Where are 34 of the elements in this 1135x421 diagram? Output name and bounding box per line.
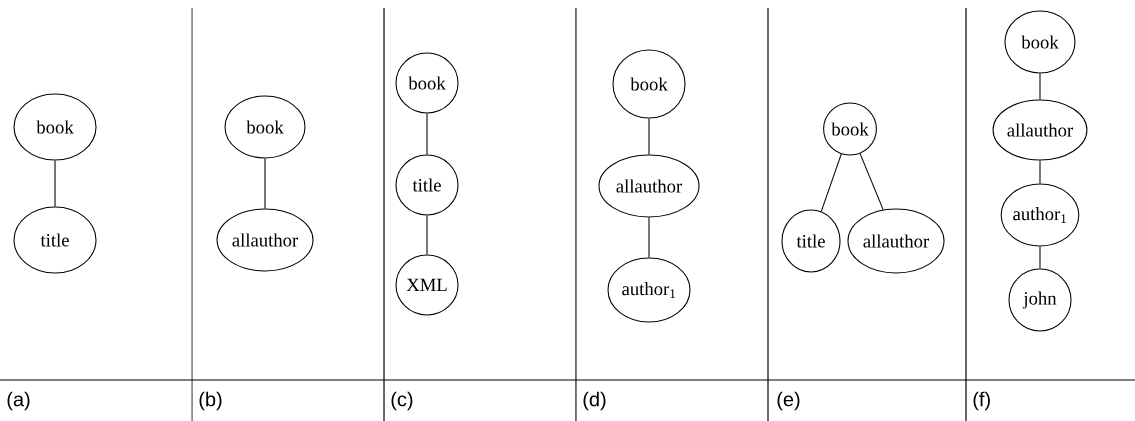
tree-node: book <box>13 93 97 161</box>
tree-node: title <box>13 206 97 274</box>
connector <box>426 113 428 155</box>
connector <box>648 217 650 258</box>
connector <box>1039 160 1041 184</box>
connector <box>1039 246 1041 269</box>
panel-label: (d) <box>583 391 606 411</box>
panel-label: (e) <box>777 391 800 411</box>
tree-node: allauthor <box>216 208 314 272</box>
tree-node: allauthor <box>598 154 700 218</box>
connector <box>1039 73 1041 100</box>
tree-node: book <box>1004 10 1076 74</box>
tree-node: XML <box>395 254 459 316</box>
tree-node: book <box>612 49 686 119</box>
connector <box>820 153 842 212</box>
panel-label: (b) <box>199 391 222 411</box>
tree-node: allauthor <box>992 99 1088 161</box>
connector <box>426 215 428 255</box>
tree-node: author$_{1}$ <box>607 257 691 323</box>
tree-node: author$_{1}$ <box>1000 183 1080 247</box>
panel-label: (c) <box>391 391 413 411</box>
tree-node: title <box>395 154 459 216</box>
connector <box>859 153 884 211</box>
panel-label: (a) <box>7 391 30 411</box>
connector <box>648 118 650 155</box>
connector <box>264 158 266 209</box>
panel-label: (f) <box>973 391 990 411</box>
tree-node: john <box>1008 268 1072 332</box>
tree-node: allauthor <box>847 208 945 274</box>
tree-node: title <box>781 209 841 273</box>
tree-node: book <box>823 102 877 156</box>
tree-node: book <box>224 95 306 159</box>
tree-node: book <box>395 52 459 114</box>
connector <box>54 160 56 207</box>
